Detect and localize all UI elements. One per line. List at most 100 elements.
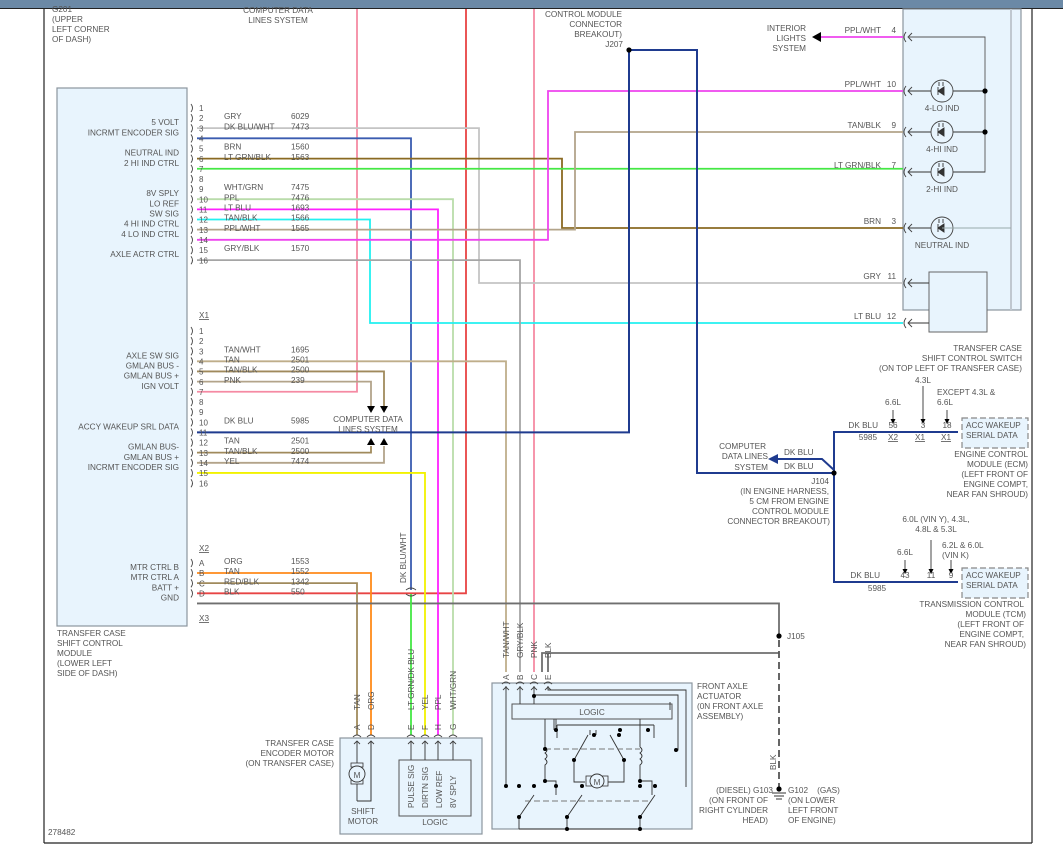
x2-pin-number: 6 <box>199 378 204 387</box>
tcm-box <box>961 567 1029 599</box>
org-1553-wire <box>197 572 372 735</box>
ecm-conn: X1 <box>941 433 951 442</box>
encoder-pin-letter: G <box>449 724 458 730</box>
x1-circuit: 7476 <box>291 193 310 202</box>
x1-pin-number: 13 <box>199 226 208 235</box>
x2-wire-color: TAN <box>224 437 240 446</box>
j104-desc: CONNECTOR BREAKOUT) <box>727 517 830 526</box>
connector-terminal-icon <box>190 124 193 133</box>
connector-terminal-icon <box>190 144 193 153</box>
axle-node-dot <box>674 748 678 752</box>
x1-pin-number: 3 <box>199 124 204 133</box>
x3-pin-number: C <box>199 579 205 588</box>
j104-splice-dot <box>831 470 837 476</box>
x1-circuit: 6029 <box>291 112 310 121</box>
x3-pin-number: B <box>199 569 204 578</box>
ecm-name-line: (LEFT FRONT OF <box>961 470 1028 479</box>
connector-terminal-icon <box>190 174 193 184</box>
x2-pin-function: GMLAN BUS + <box>124 372 180 381</box>
ecm-wire-color: DK BLU <box>848 421 878 430</box>
x1-pin-number: 12 <box>199 216 208 225</box>
j104-labels: J104 (IN ENGINE HARNESS, 5 CM FROM ENGIN… <box>719 442 830 526</box>
x2-circuit: 7474 <box>291 457 310 466</box>
dkblu-5985-wire <box>197 50 630 434</box>
axle-wire-color: PNK <box>530 641 539 658</box>
encoder-pin-letter: D <box>367 724 376 730</box>
gry-6029-wire <box>197 127 903 284</box>
encoder-pin-letter: F <box>421 725 430 730</box>
x2-circuit: 239 <box>291 376 305 385</box>
cdl-top-label: LINES SYSTEM <box>248 16 308 25</box>
cdl-mid-line: COMPUTER DATA <box>333 415 403 424</box>
axle-node-dot <box>646 728 650 732</box>
connector-terminal-icon <box>190 387 193 397</box>
switch-wire-color: PPL/WHT <box>845 26 881 35</box>
connector-terminal-icon <box>190 255 193 265</box>
x2-pin-number: 16 <box>199 479 208 488</box>
arrow-down-icon <box>928 569 934 574</box>
ground-ref-label: OF DASH) <box>52 35 91 44</box>
switch-wire-color: GRY <box>863 272 881 281</box>
tan-2501b-wire <box>197 446 372 454</box>
x2-pin-number: 14 <box>199 459 208 468</box>
tcm-variant-engine: (VIN K) <box>942 551 969 560</box>
ecm-variant-engine: 6.6L <box>937 398 953 407</box>
j207-desc: CONNECTOR <box>569 20 622 29</box>
tcm-name-line: NEAR FAN SHROUD) <box>945 640 1027 649</box>
tcm-pin: 9 <box>949 571 954 580</box>
connector-terminal-icon <box>190 245 193 255</box>
encoder-pin-letter: H <box>434 724 443 730</box>
arrow-left-icon <box>812 32 821 42</box>
switch-name-line: SHIFT CONTROL SWITCH <box>922 354 1022 363</box>
switch-box <box>902 8 1022 311</box>
connector-terminal-icon <box>190 418 193 427</box>
tcm-wire-color: DK BLU <box>850 571 880 580</box>
x1-circuit: 1566 <box>291 214 310 223</box>
connector-terminal-icon <box>190 428 193 437</box>
x1-connector-label: X1 <box>199 311 209 320</box>
axle-node-dot <box>618 728 622 732</box>
x2-pin-function: INCRMT ENCODER SIG <box>88 463 179 472</box>
j104-cdl: SYSTEM <box>734 463 768 472</box>
connector-terminal-icon <box>190 215 193 224</box>
connector-terminal-icon <box>190 458 193 468</box>
axle-internal-line <box>573 734 625 761</box>
x3-wire-color: ORG <box>224 557 243 566</box>
g102-label: OF ENGINE) <box>788 816 836 825</box>
tcm-name-line: ENGINE COMPT, <box>959 630 1024 639</box>
tcm-pin: 43 <box>900 571 910 580</box>
switch-node-dot <box>982 129 988 135</box>
x3-circuit: 550 <box>291 587 305 596</box>
x3-wire-color: BLK <box>224 587 240 596</box>
axle-name-line: ASSEMBLY) <box>697 712 744 721</box>
ground-ref-label: G201 <box>52 5 72 14</box>
x1-pin-function: 4 HI IND CTRL <box>124 220 179 229</box>
logic-signal: DIRTN SIG <box>421 767 430 808</box>
encoder-pin-letter: A <box>353 724 362 730</box>
tcm-variant-engine: 6.2L & 6.0L <box>942 541 984 550</box>
connector-terminal-icon <box>190 568 193 578</box>
x2-wire-color: YEL <box>224 457 240 466</box>
connector-terminal-icon <box>190 235 193 245</box>
g103-label: (ON FRONT OF <box>709 796 768 805</box>
tccm-name-line: SIDE OF DASH) <box>57 669 118 678</box>
j207-desc: BREAKOUT) <box>574 30 622 39</box>
encoder-wire-color: YEL <box>421 694 430 710</box>
x1-wire-color: LT BLU <box>224 204 251 213</box>
x3-circuit: 1553 <box>291 557 310 566</box>
connector-terminal-icon <box>190 407 193 417</box>
dkblu-tcm-wire <box>833 473 958 583</box>
ecm-name-line: ENGINE COMPT, <box>963 480 1028 489</box>
j104-desc: CONTROL MODULE <box>752 507 830 516</box>
encoder-logic-box <box>398 759 472 817</box>
tcm-name-line: MODULE (TCM) <box>966 610 1027 619</box>
cdl-top-label: COMPUTER DATA <box>243 6 313 15</box>
ground-dot <box>776 786 782 792</box>
x2-pin-function: GMLAN BUS - <box>126 361 180 370</box>
x3-wire-color: TAN <box>224 567 240 576</box>
arrow-down-icon <box>944 419 950 424</box>
ecm-box-text: ACC WAKEUP <box>966 421 1021 430</box>
connector-terminal-icon <box>190 195 193 204</box>
encoder-name-line: TRANSFER CASE <box>265 739 334 748</box>
